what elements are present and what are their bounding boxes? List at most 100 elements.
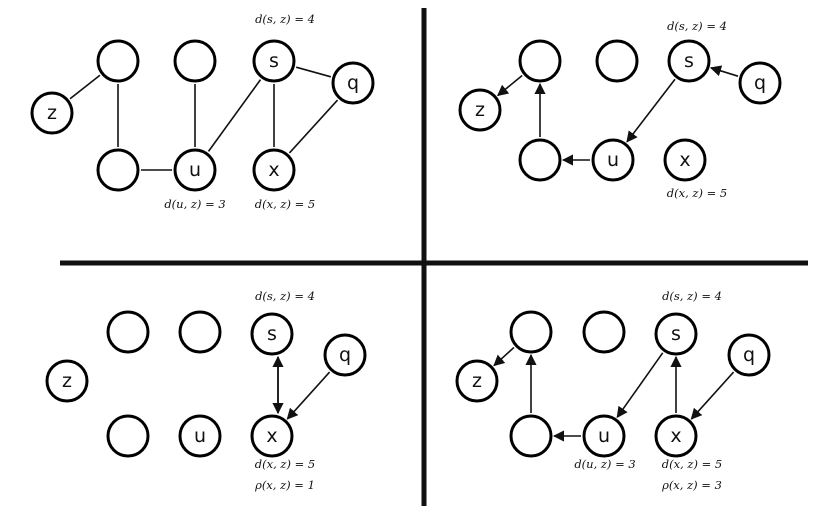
node-label: s	[671, 323, 681, 345]
node-label: s	[269, 50, 279, 72]
node-label: q	[347, 72, 359, 94]
edge-s-q	[295, 66, 332, 78]
node-circle	[518, 138, 562, 182]
node-circle	[250, 414, 294, 458]
node-z: z	[30, 91, 74, 135]
arrow-q-to-s	[709, 65, 739, 77]
node-unlabeled-a	[96, 39, 140, 83]
node-z: z	[458, 88, 502, 132]
annotation-ds: d(s, z) = 4	[662, 289, 722, 303]
node-circle	[458, 88, 502, 132]
node-unlabeled-b	[173, 39, 217, 83]
node-label: q	[754, 72, 766, 94]
node-q: q	[331, 61, 375, 105]
node-label: x	[679, 149, 690, 171]
node-circle	[173, 148, 217, 192]
node-unlabeled-c	[96, 148, 140, 192]
node-unlabeled-c	[106, 414, 150, 458]
node-unlabeled-a	[509, 310, 553, 354]
node-circle	[331, 61, 375, 105]
node-label: q	[743, 344, 755, 366]
node-circle	[595, 39, 639, 83]
panel-top-right: s q z u x d(s, z) = 4 d(x, z) = 5	[458, 19, 782, 200]
annotation-ds: d(s, z) = 4	[255, 289, 315, 303]
node-circle	[663, 138, 707, 182]
node-circle	[250, 312, 294, 356]
node-u: u	[582, 414, 626, 458]
annotation-du: d(u, z) = 3	[574, 457, 635, 471]
node-circle	[106, 414, 150, 458]
node-unlabeled-b	[595, 39, 639, 83]
edge-q-x	[288, 99, 339, 154]
node-circle	[45, 359, 89, 403]
node-label: s	[267, 323, 277, 345]
node-unlabeled-c	[518, 138, 562, 182]
node-unlabeled-b	[582, 310, 626, 354]
node-circle	[252, 39, 296, 83]
node-circle	[30, 91, 74, 135]
node-circle	[106, 310, 150, 354]
annotation-du: d(u, z) = 3	[164, 197, 225, 211]
node-label: u	[194, 425, 206, 447]
node-label: q	[339, 344, 351, 366]
node-label: x	[670, 425, 681, 447]
node-label: z	[62, 370, 72, 392]
annotation-rx: ρ(x, z) = 1	[254, 478, 315, 492]
node-circle	[509, 310, 553, 354]
node-x: x	[654, 414, 698, 458]
node-s: s	[252, 39, 296, 83]
node-u: u	[173, 148, 217, 192]
node-circle	[96, 39, 140, 83]
annotation-ds: d(s, z) = 4	[255, 12, 315, 26]
node-label: z	[472, 370, 482, 392]
annotation-dx: d(x, z) = 5	[667, 186, 727, 200]
arrow-a-to-z	[496, 74, 523, 97]
annotation-ds: d(s, z) = 4	[667, 19, 727, 33]
node-circle	[591, 138, 635, 182]
node-s: s	[667, 39, 711, 83]
arrow-q-to-x	[690, 371, 735, 420]
node-unlabeled-a	[106, 310, 150, 354]
node-circle	[178, 414, 222, 458]
node-circle	[252, 148, 296, 192]
node-u: u	[178, 414, 222, 458]
node-s: s	[654, 312, 698, 356]
node-circle	[727, 333, 771, 377]
node-x: x	[252, 148, 296, 192]
node-label: u	[598, 425, 610, 447]
node-q: q	[727, 333, 771, 377]
node-label: u	[189, 159, 201, 181]
node-q: q	[323, 333, 367, 377]
panel-bottom-right: s q z u x d(s, z) = 4 d(u, z) = 3 d(x, z) = 5 ρ(…	[455, 289, 771, 492]
node-unlabeled-a	[518, 39, 562, 83]
annotation-rx: ρ(x, z) = 3	[661, 478, 722, 492]
annotation-dx: d(x, z) = 5	[255, 457, 315, 471]
node-unlabeled-b	[178, 310, 222, 354]
node-circle	[455, 359, 499, 403]
node-circle	[518, 39, 562, 83]
node-circle	[654, 312, 698, 356]
node-circle	[173, 39, 217, 83]
arrow-s-to-u	[616, 352, 664, 419]
node-circle	[178, 310, 222, 354]
arrow-s-to-u	[626, 78, 676, 143]
node-circle	[582, 414, 626, 458]
edge-z-a	[69, 74, 101, 100]
node-circle	[582, 310, 626, 354]
node-x: x	[663, 138, 707, 182]
node-unlabeled-c	[509, 414, 553, 458]
node-label: s	[684, 50, 694, 72]
node-circle	[96, 148, 140, 192]
node-circle	[509, 414, 553, 458]
node-label: x	[266, 425, 277, 447]
node-circle	[654, 414, 698, 458]
node-u: u	[591, 138, 635, 182]
node-label: u	[607, 149, 619, 171]
annotation-dx: d(x, z) = 5	[662, 457, 722, 471]
node-label: z	[47, 102, 57, 124]
node-x: x	[250, 414, 294, 458]
node-circle	[323, 333, 367, 377]
edge-u-s	[207, 79, 262, 152]
